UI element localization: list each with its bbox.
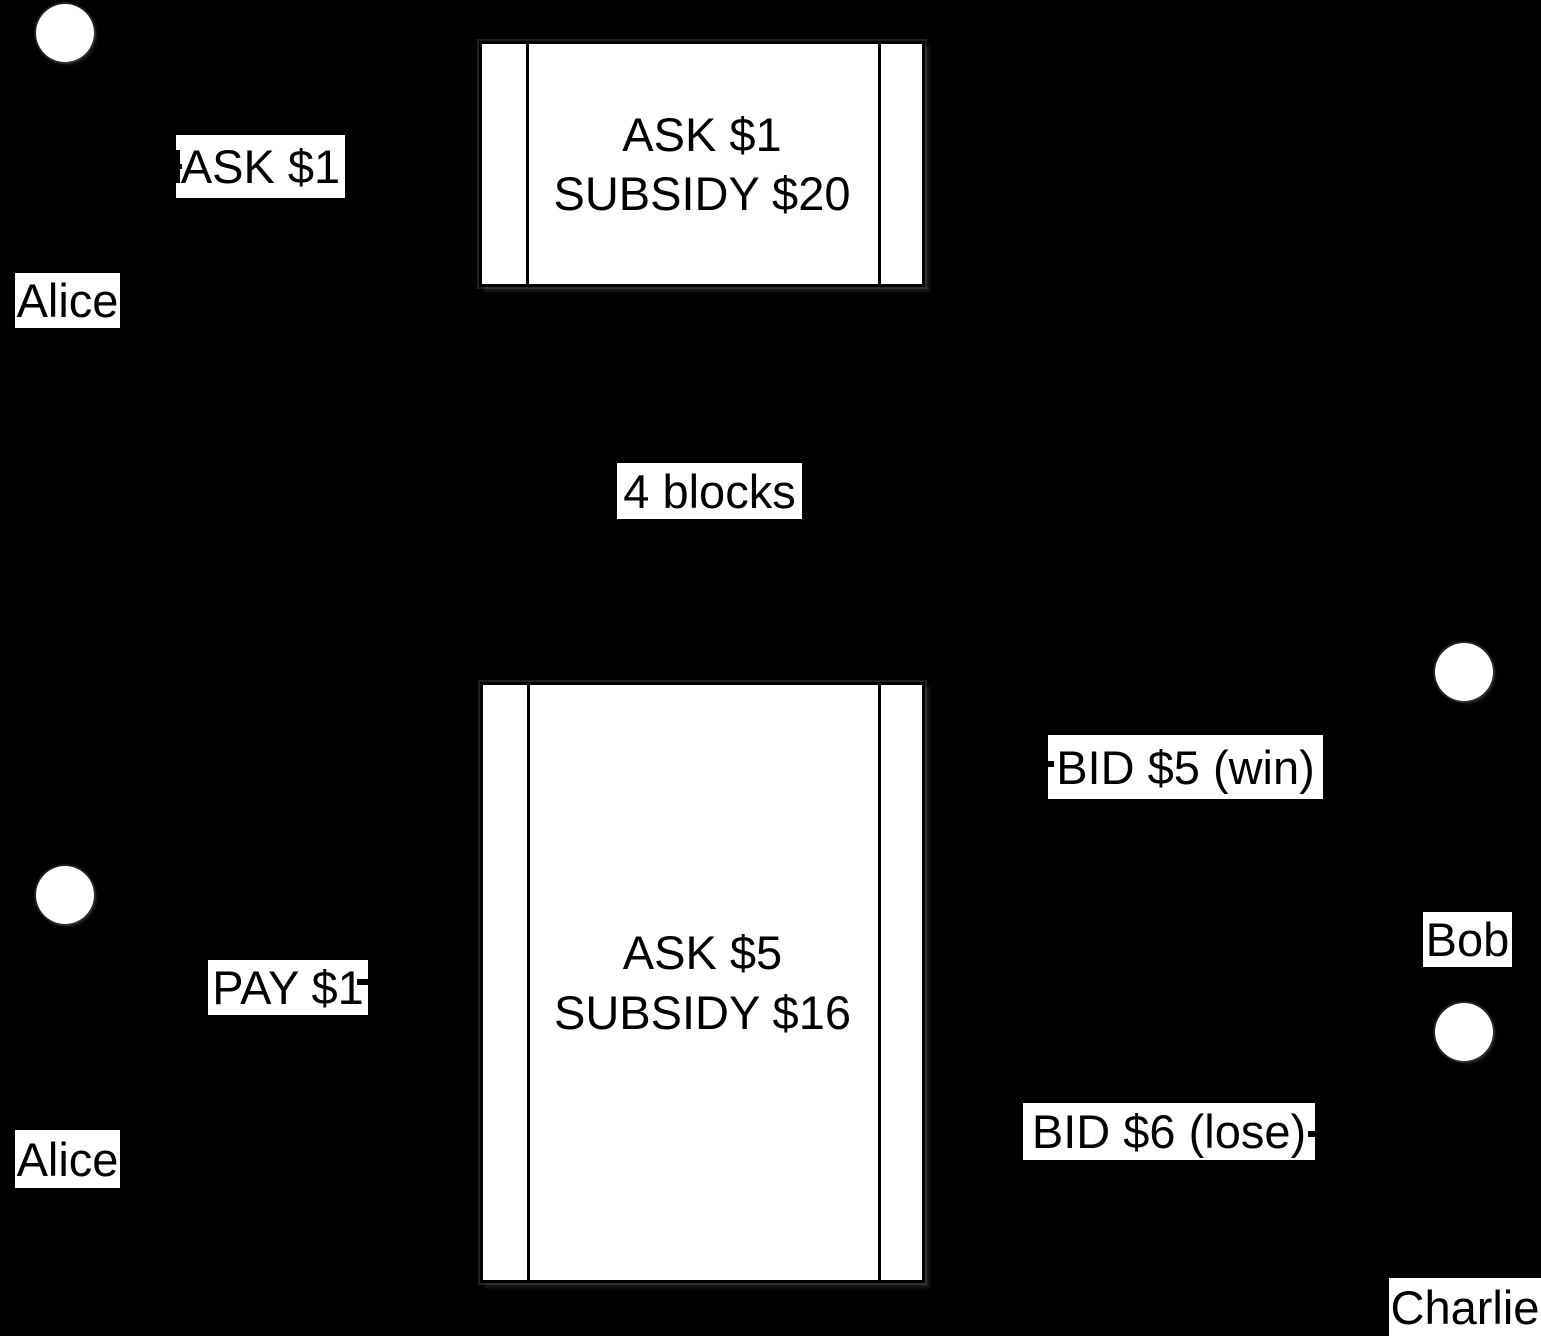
node-line1: ASK $5 [622, 926, 783, 980]
actor-label-charlie: Charlie [1389, 1278, 1541, 1336]
node-ask5-subsidy16: ASK $5 SUBSIDY $16 [480, 682, 925, 1283]
arrow-stub-bid6 [1308, 1131, 1323, 1137]
node-right-rail [878, 44, 881, 284]
arrow-stub-bid5 [1040, 761, 1054, 767]
actor-label-bob: Bob [1423, 912, 1512, 967]
node-right-rail [878, 685, 881, 1280]
node-left-rail [526, 44, 529, 284]
edge-label-pay1: PAY $1 [208, 960, 368, 1015]
arrow-stub-ask1-horizontal [169, 164, 182, 169]
node-ask1-subsidy20: ASK $1 SUBSIDY $20 [479, 41, 925, 287]
actor-head-bob [1435, 643, 1493, 701]
edge-label-bid6-lose: BID $6 (lose) [1023, 1103, 1315, 1160]
actor-label-alice-bottom: Alice [15, 1130, 120, 1188]
connector-label-4blocks: 4 blocks [617, 463, 802, 519]
node-line2: SUBSIDY $20 [553, 167, 851, 220]
actor-head-charlie [1435, 1003, 1493, 1061]
actor-label-alice-top: Alice [15, 273, 120, 328]
edge-label-ask1: ASK $1 [176, 135, 345, 198]
edge-label-bid5-win: BID $5 (win) [1048, 735, 1323, 799]
node-line1: ASK $1 [622, 107, 782, 161]
arrow-stub-pay1 [357, 979, 372, 985]
actor-head-alice-bottom [36, 866, 94, 924]
actor-head-alice-top [36, 4, 94, 62]
node-line2: SUBSIDY $16 [554, 985, 851, 1039]
node-left-rail [527, 685, 530, 1280]
